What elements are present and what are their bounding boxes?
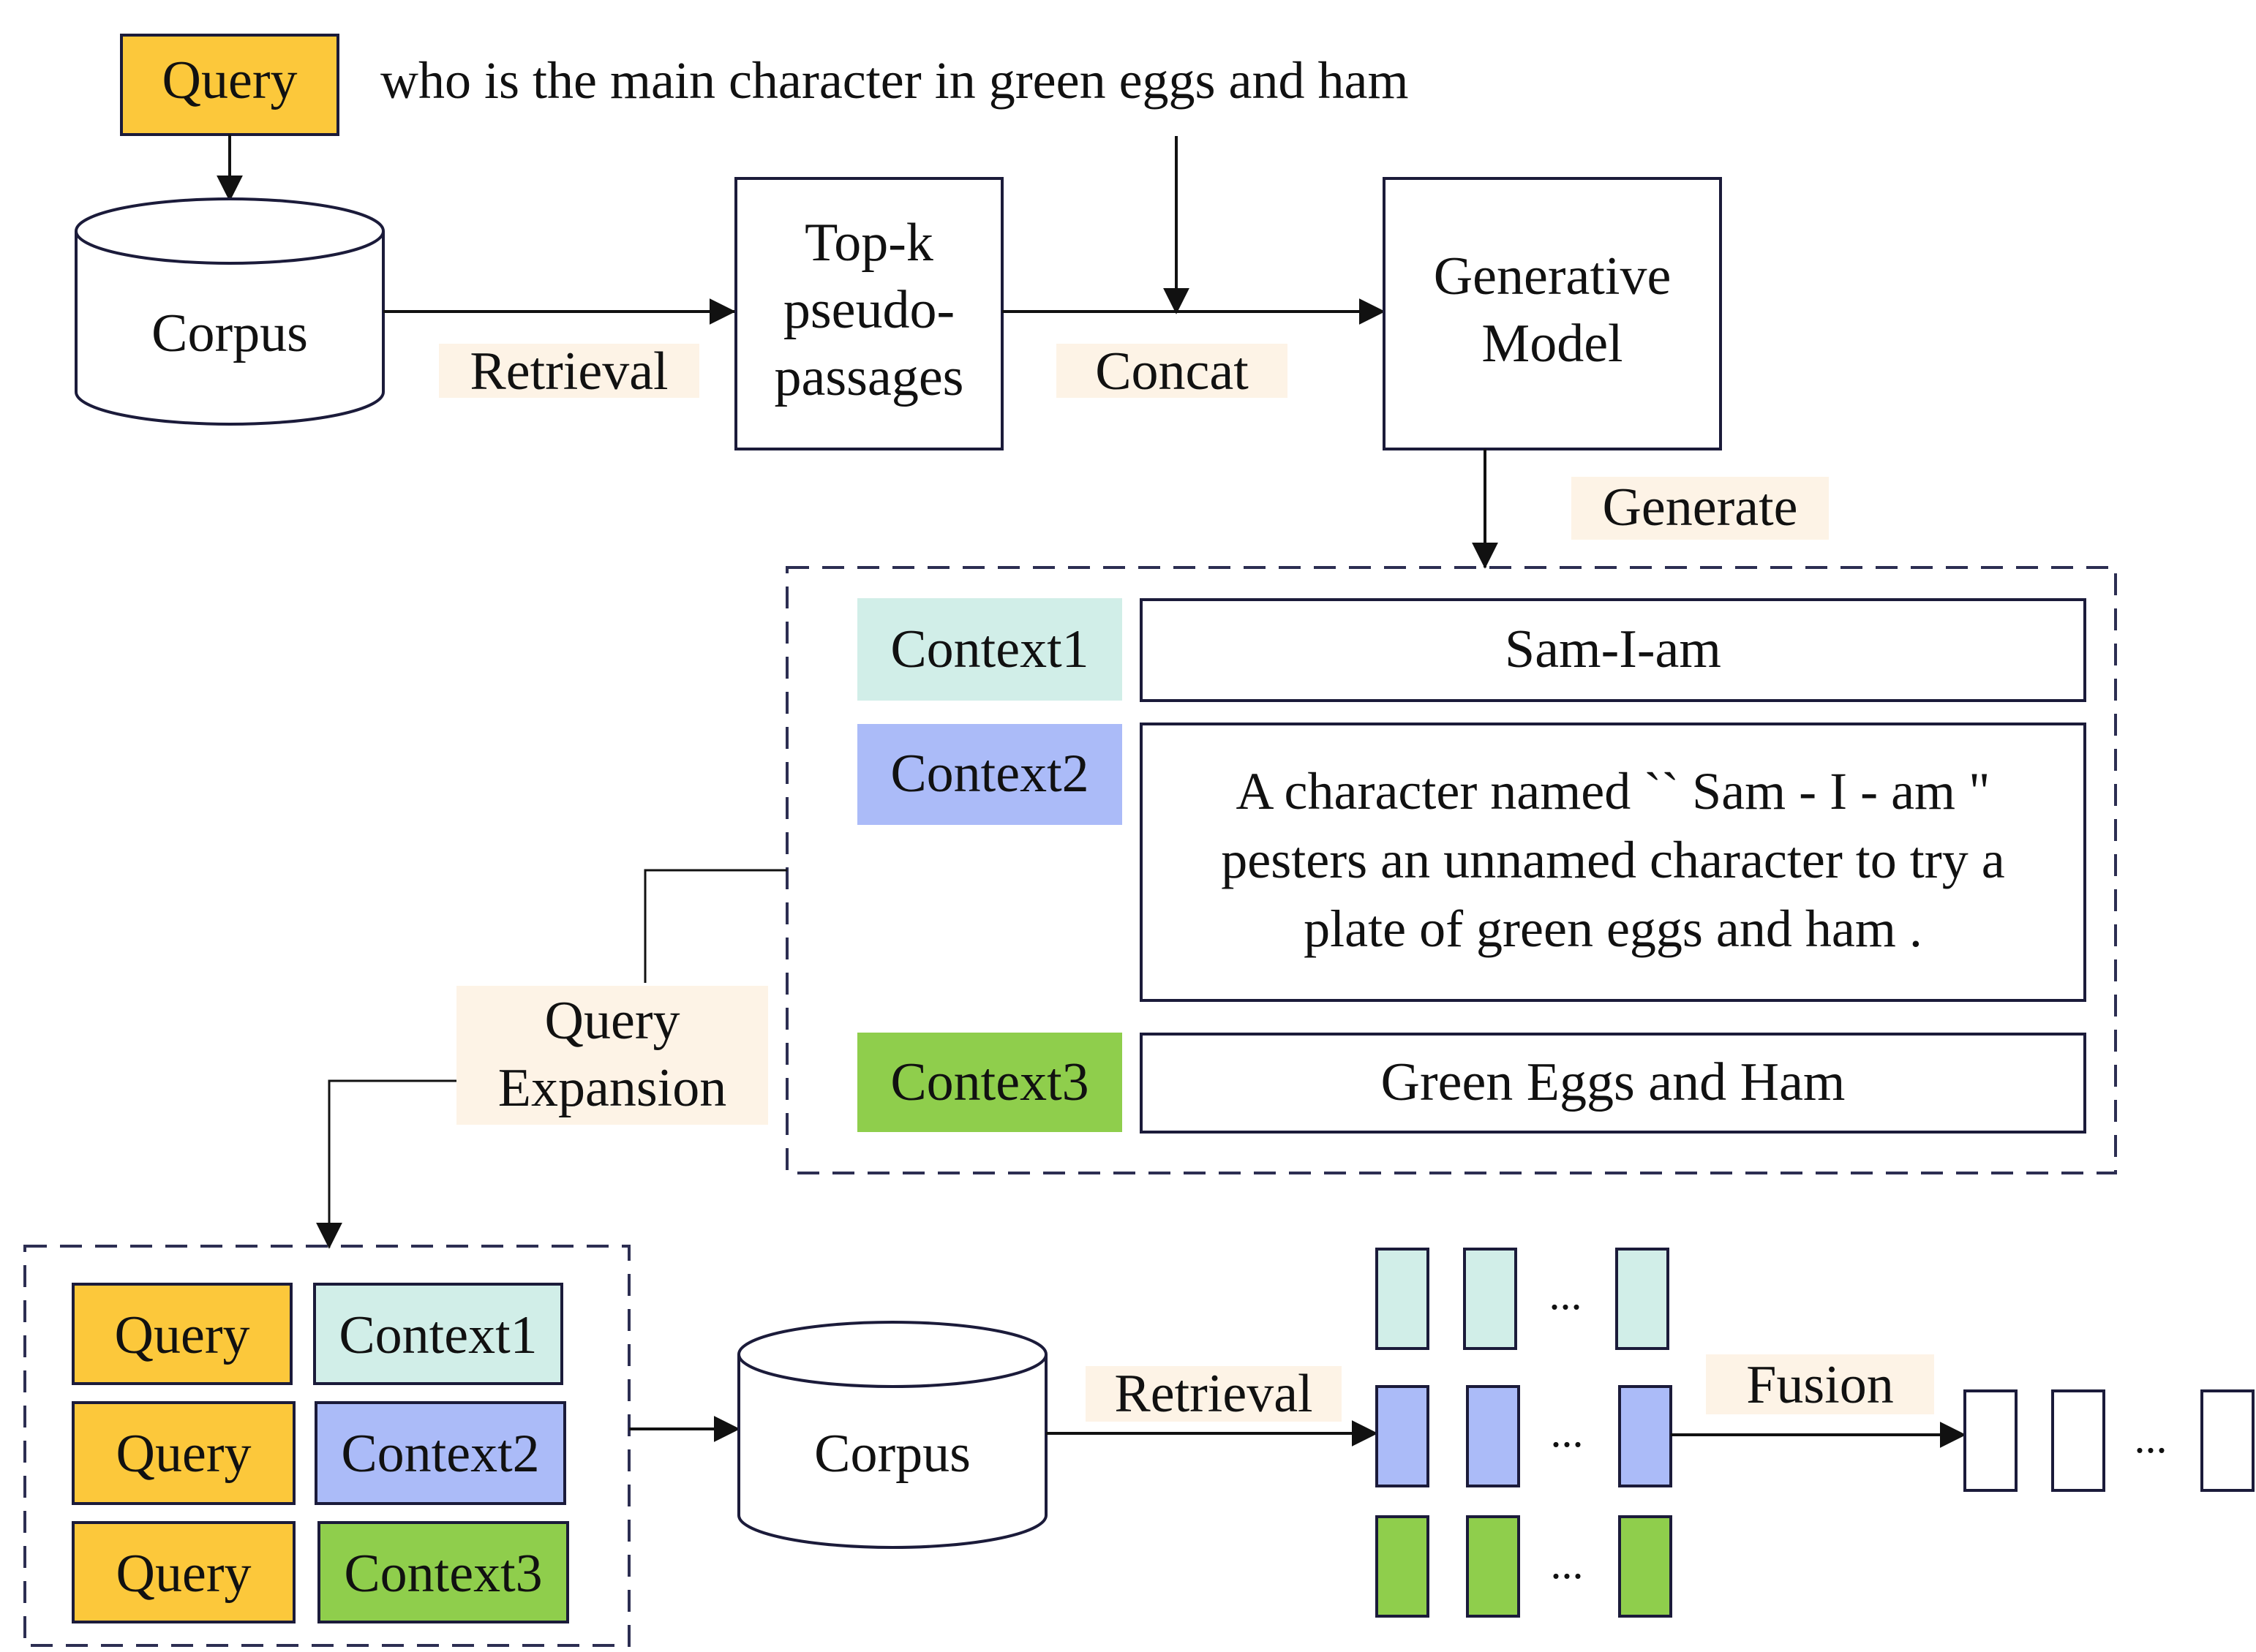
- fused-results-row: ...: [1963, 1389, 2255, 1492]
- context3-content-line-1: Green Eggs and Ham: [1381, 1052, 1846, 1112]
- expansion-connector-bottom: [316, 1079, 456, 1249]
- model-line-1: Generative: [1434, 246, 1672, 306]
- fusion-label: Fusion: [1746, 1355, 1894, 1415]
- fusion-label-bg: [1706, 1354, 1934, 1414]
- fused-ellipsis: ...: [2135, 1414, 2167, 1462]
- context1-tag-label: Context1: [890, 619, 1088, 679]
- result-2-1: [1375, 1385, 1429, 1487]
- top-corpus-cylinder: Corpus: [75, 197, 385, 426]
- topk-line-3: passages: [775, 347, 964, 407]
- generative-model-rect: [1383, 177, 1722, 450]
- results-row-2: ...: [1375, 1385, 1672, 1487]
- result-1-1: [1375, 1248, 1429, 1350]
- context2-content-box: [1140, 723, 2086, 1002]
- expanded-query-3-label: Query: [116, 1544, 252, 1604]
- bottom-retrieval-label: Retrieval: [1114, 1364, 1312, 1424]
- context3-tag: [857, 1033, 1122, 1132]
- top-retrieval-label: Retrieval: [470, 342, 668, 401]
- generative-model-box: Generative Model: [1383, 177, 1722, 450]
- expanded-row-2: Query Context2: [72, 1401, 566, 1505]
- context1-content-box: [1140, 598, 2086, 702]
- result-3-1: [1375, 1515, 1429, 1618]
- top-corpus-label: Corpus: [151, 303, 308, 363]
- result-1-2: [1463, 1248, 1517, 1350]
- result-3-2: [1466, 1515, 1520, 1618]
- context1-content-line-1: Sam-I-am: [1505, 619, 1721, 679]
- result-2-3: [1618, 1385, 1672, 1487]
- expanded-query-1-label: Query: [115, 1305, 250, 1365]
- concat-label-bg: [1056, 344, 1287, 398]
- context1-row: Context1 Sam-I-am: [857, 598, 2086, 702]
- top-corpus-top: [75, 197, 385, 265]
- expanded-context-2-label: Context2: [341, 1424, 539, 1484]
- topk-passages-rect: [734, 177, 1004, 450]
- top-query-box: Query: [120, 34, 339, 136]
- expansion-label-bg: [456, 986, 768, 1125]
- expanded-context-3-label: Context3: [344, 1544, 542, 1604]
- result-1-ellipsis: ...: [1549, 1270, 1582, 1319]
- bottom-corpus-top: [737, 1321, 1048, 1388]
- topk-passages-box: Top-k pseudo- passages: [734, 177, 1004, 450]
- expanded-row-3: Query Context3: [72, 1521, 569, 1623]
- expansion-line-2: Expansion: [498, 1058, 726, 1118]
- expanded-context-1-box: [313, 1283, 563, 1385]
- bottom-corpus-cylinder: Corpus: [737, 1321, 1048, 1549]
- generate-label-bg: [1571, 477, 1829, 540]
- result-3-ellipsis: ...: [1551, 1539, 1584, 1588]
- topk-line-2: pseudo-: [783, 280, 955, 340]
- expanded-context-2-box: [315, 1401, 566, 1505]
- context2-tag-label: Context2: [890, 744, 1088, 804]
- context3-content-box: [1140, 1033, 2086, 1134]
- model-line-2: Model: [1481, 314, 1623, 374]
- fused-result-2: [2051, 1389, 2105, 1492]
- expanded-queries-group: [23, 1245, 631, 1647]
- top-corpus-body: [75, 231, 385, 426]
- context2-content-line-3: plate of green eggs and ham .: [1304, 899, 1922, 958]
- top-query-label: Query: [162, 50, 298, 110]
- result-1-3: [1615, 1248, 1669, 1350]
- expanded-context-3-box: [317, 1521, 569, 1623]
- context3-tag-label: Context3: [890, 1052, 1088, 1112]
- expanded-query-2-box: [72, 1401, 296, 1505]
- context1-tag: [857, 598, 1122, 701]
- expanded-row-1: Query Context1: [72, 1283, 563, 1385]
- bottom-corpus-label: Corpus: [814, 1424, 971, 1484]
- expanded-context-1-label: Context1: [339, 1305, 537, 1365]
- query-text: who is the main character in green eggs …: [380, 51, 1408, 110]
- context2-tag: [857, 724, 1122, 825]
- expanded-query-1-box: [72, 1283, 293, 1385]
- context2-content-line-2: pesters an unnamed character to try a: [1221, 831, 2005, 889]
- concat-label: Concat: [1095, 342, 1249, 401]
- results-row-3: ...: [1375, 1515, 1672, 1618]
- context3-row: Context3 Green Eggs and Ham: [857, 1033, 2086, 1134]
- result-3-3: [1618, 1515, 1672, 1618]
- result-2-ellipsis: ...: [1551, 1408, 1584, 1456]
- bottom-retrieval-label-bg: [1086, 1366, 1342, 1422]
- expansion-connector-top: [644, 869, 787, 983]
- result-2-2: [1466, 1385, 1520, 1487]
- expanded-query-3-box: [72, 1521, 296, 1623]
- bottom-corpus-body: [737, 1354, 1048, 1549]
- top-retrieval-label-bg: [439, 344, 699, 398]
- context2-content-line-1: A character named `` Sam - I - am ": [1236, 762, 1990, 821]
- expanded-query-2-label: Query: [116, 1424, 252, 1484]
- results-row-1: ...: [1375, 1248, 1669, 1350]
- expansion-line-1: Query: [545, 991, 680, 1051]
- topk-line-1: Top-k: [805, 213, 933, 273]
- fused-result-3: [2200, 1389, 2255, 1492]
- context2-row: Context2 A character named `` Sam - I - …: [857, 723, 2086, 1002]
- top-query-rect: [120, 34, 339, 136]
- fused-result-1: [1963, 1389, 2018, 1492]
- generate-label: Generate: [1602, 478, 1797, 538]
